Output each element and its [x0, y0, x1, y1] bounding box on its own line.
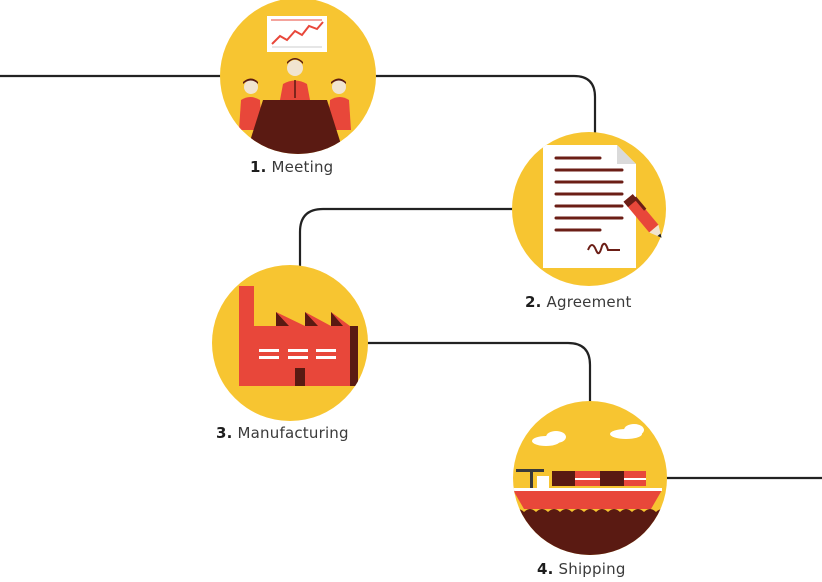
- step-label-meeting: 1. Meeting: [250, 158, 333, 176]
- factory-icon: [212, 265, 368, 421]
- step-number: 1.: [250, 158, 267, 176]
- meeting-icon: [220, 0, 376, 154]
- connector-meeting-to-agreement: [374, 74, 597, 140]
- step-name: Shipping: [558, 560, 626, 578]
- step-label-shipping: 4. Shipping: [537, 560, 626, 578]
- cargo-ship-icon: [513, 401, 667, 555]
- connector-manufacturing-to-shipping: [366, 341, 592, 414]
- step-number: 3.: [216, 424, 233, 442]
- step-number: 2.: [525, 293, 542, 311]
- connector-agreement-to-manufacturing: [298, 207, 514, 281]
- step-name: Meeting: [271, 158, 334, 176]
- step-name: Agreement: [546, 293, 632, 311]
- step-label-agreement: 2. Agreement: [525, 293, 632, 311]
- step-label-manufacturing: 3. Manufacturing: [216, 424, 349, 442]
- contract-signing-icon: [512, 132, 666, 286]
- step-name: Manufacturing: [237, 424, 349, 442]
- step-number: 4.: [537, 560, 554, 578]
